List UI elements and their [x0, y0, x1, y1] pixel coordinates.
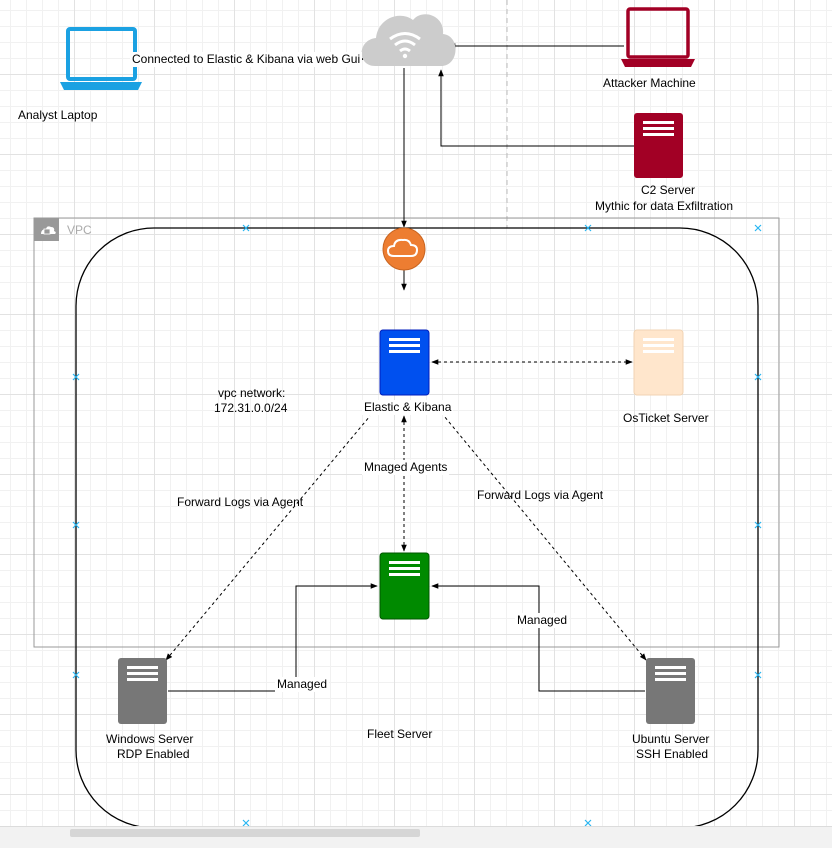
edge-windows-fleet[interactable] — [168, 583, 378, 692]
analyst-laptop-label: Analyst Laptop — [18, 108, 98, 122]
elastic-server-label: Elastic & Kibana — [362, 400, 454, 415]
windows-server-icon[interactable] — [118, 658, 167, 724]
edge-c2-to-cloud[interactable] — [438, 69, 634, 147]
edge-ubuntu-fleet[interactable] — [431, 583, 645, 692]
edge-label-managed-agents: Mnaged Agents — [362, 460, 450, 475]
attacker-laptop-icon[interactable] — [621, 7, 695, 67]
edge-windows-elastic[interactable] — [165, 415, 371, 661]
vpc-label: VPC — [67, 223, 92, 237]
edge-label-forward-logs-right: Forward Logs via Agent — [477, 488, 604, 502]
windows-server-label: Windows Server — [106, 732, 194, 746]
ubuntu-server-label: Ubuntu Server — [632, 732, 710, 746]
edge-ubuntu-elastic[interactable] — [443, 415, 647, 661]
edge-label-managed-ubuntu: Managed — [515, 613, 570, 628]
osticket-server-label: OsTicket Server — [623, 411, 709, 425]
edge-label-elastic-connection: Connected to Elastic & Kibana via web Gu… — [130, 52, 363, 67]
gateway-cloud-icon[interactable] — [382, 227, 426, 271]
cloud-wifi-icon[interactable] — [361, 14, 456, 67]
elastic-server-icon[interactable] — [379, 329, 430, 396]
edge-label-forward-logs-left: Forward Logs via Agent — [177, 495, 304, 509]
ubuntu-server-icon[interactable] — [646, 658, 695, 724]
c2-server-sublabel: Mythic for data Exfiltration — [595, 199, 734, 213]
vpc-network-cidr: 172.31.0.0/24 — [214, 401, 288, 415]
edge-label-managed-windows: Managed — [275, 677, 330, 692]
osticket-server-icon[interactable] — [633, 329, 684, 396]
selection-handles — [72, 224, 762, 827]
vpc-network-label: vpc network: — [218, 386, 286, 400]
attacker-machine-label: Attacker Machine — [603, 76, 696, 90]
vpc-group[interactable] — [33, 217, 780, 648]
c2-server-icon[interactable] — [634, 113, 683, 178]
scrollbar-thumb[interactable] — [70, 829, 420, 837]
fleet-server-icon[interactable] — [379, 552, 430, 620]
windows-server-sublabel: RDP Enabled — [117, 747, 190, 761]
vpc-lock-icon — [34, 218, 59, 241]
ubuntu-server-sublabel: SSH Enabled — [636, 747, 709, 761]
c2-server-label: C2 Server — [641, 183, 696, 197]
horizontal-scrollbar[interactable] — [0, 826, 832, 848]
fleet-server-label: Fleet Server — [367, 727, 433, 741]
